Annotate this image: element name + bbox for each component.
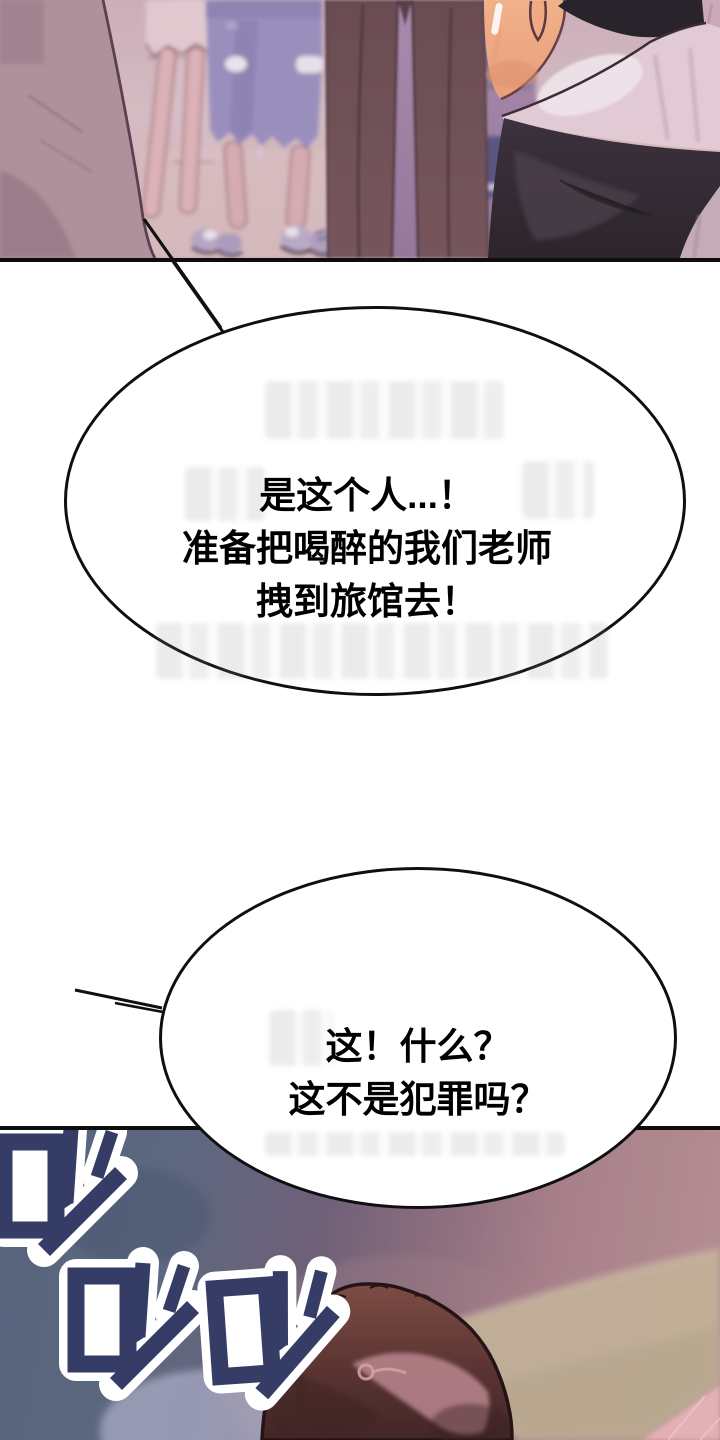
erased-text-ghost: [156, 623, 608, 679]
dark-hair: [558, 0, 710, 38]
speech-line: 拽到旅馆去！: [256, 581, 478, 622]
bubble1-tail-line: [170, 259, 225, 333]
speech-text-2: 这！什么？ 这不是犯罪吗？: [162, 1020, 674, 1126]
erased-text-ghost: [269, 1010, 333, 1066]
bubble2-tail-line: [74, 988, 163, 1010]
foreground-left-leg: [0, 0, 157, 258]
bubble2-tail-line: [114, 1001, 164, 1014]
speech-line: 这不是犯罪吗？: [288, 1079, 548, 1120]
speech-line: 是这个人...！: [259, 475, 475, 516]
speech-line: 准备把喝醉的我们老师: [182, 528, 552, 569]
speech-line: 这！什么？: [325, 1026, 511, 1067]
pink-floor: [642, 1385, 720, 1440]
foreground-man: [484, 0, 720, 258]
bystander-denim-shorts: [206, 0, 337, 257]
speech-text-1: 是这个人...！ 准备把喝醉的我们老师 拽到旅馆去！: [59, 469, 675, 628]
sweat-highlight: [491, 3, 503, 35]
panel-divider-top: [0, 258, 720, 262]
erased-text-ghost: [265, 381, 505, 439]
erased-text-ghost: [522, 461, 594, 519]
erased-text-ghost: [185, 467, 265, 521]
sweat-drop: [529, 0, 547, 43]
panel-top-illustration: [0, 0, 720, 258]
bystander-dark-trousers: [325, 0, 489, 258]
speech-bubble-1: 是这个人...！ 准备把喝醉的我们老师 拽到旅馆去！: [64, 306, 686, 696]
top-panel-art: [0, 0, 720, 258]
speech-bubble-2: 这！什么？ 这不是犯罪吗？: [159, 867, 677, 1209]
erased-text-ghost: [265, 1132, 565, 1156]
sfx-strokes: [0, 1130, 128, 1257]
sfx-text: [0, 1130, 339, 1396]
